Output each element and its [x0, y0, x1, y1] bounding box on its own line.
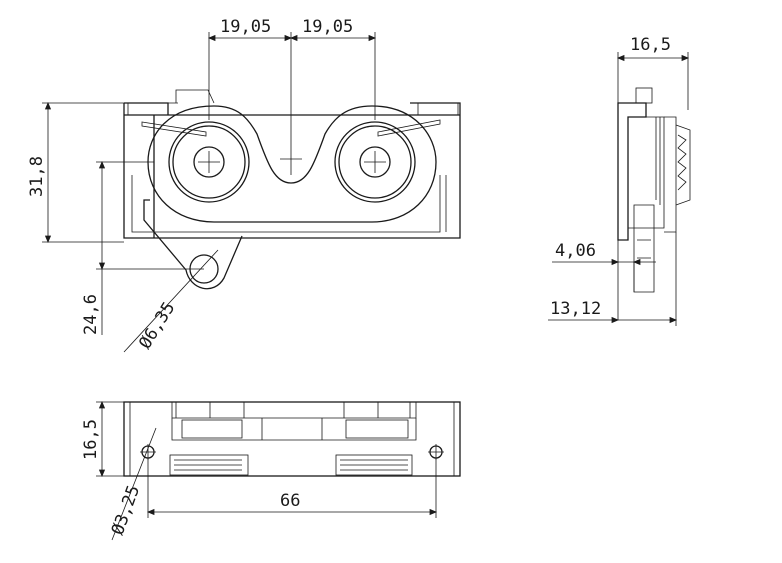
side-dim-small-arrows [611, 258, 641, 266]
front-dim-hole-diameter: Ø6,35 [135, 299, 179, 353]
side-dim-top-lines [617, 52, 689, 110]
side-dim-offset-small: 4,06 [555, 241, 596, 261]
side-inner-lines [655, 117, 661, 205]
side-spring-housing [664, 116, 677, 233]
side-view: 16,5 4,06 13,12 [548, 35, 691, 326]
bottom-dim-height: 16,5 [81, 419, 101, 460]
front-left-pulley-ring [172, 125, 246, 199]
bottom-dim-hole-leader [111, 427, 157, 541]
front-latch-plate [147, 105, 437, 223]
bottom-dim-spacing-lines [147, 458, 437, 518]
front-dim-hole-leader [123, 249, 219, 353]
front-right-spring-arm [377, 119, 441, 137]
front-dim-right-spacing: 19,05 [302, 17, 353, 37]
front-lever-top [175, 89, 215, 104]
front-left-tab [127, 102, 169, 116]
side-body-outline [617, 102, 647, 241]
side-dim-top-width: 16,5 [630, 35, 671, 55]
bottom-right-spring-coil [340, 459, 408, 471]
bottom-right-block [345, 419, 409, 439]
bottom-dim-height-arrows [98, 400, 106, 478]
front-right-pulley-outer [334, 121, 416, 203]
bottom-left-spring-coil [174, 459, 242, 471]
front-right-pulley-hub [359, 146, 391, 178]
side-lower-ear-lines [637, 239, 651, 259]
bottom-right-spring-box [335, 454, 413, 476]
bottom-dim-hole-diameter: Ø3,25 [108, 483, 144, 538]
front-dim-arrows-top [207, 34, 377, 42]
front-right-centermark [364, 151, 386, 173]
front-right-tab [417, 102, 459, 116]
front-dim-height-arrows [44, 101, 52, 244]
front-dim-hole-height-arrows [98, 160, 106, 271]
front-inner-frame [131, 175, 441, 233]
front-right-pulley-ring [338, 125, 412, 199]
front-left-spring-arm [141, 121, 207, 137]
side-lower-ear [633, 204, 655, 293]
front-dim-height-lines [42, 102, 178, 243]
side-top-pin [635, 87, 653, 104]
bottom-channel-ticks [175, 402, 411, 418]
front-left-pulley-outer [168, 121, 250, 203]
front-dim-extensions [208, 32, 376, 175]
bottom-mid-channel [171, 418, 417, 441]
front-mounting-ear [143, 199, 243, 290]
front-left-centermark [198, 151, 220, 173]
side-dim-offset-large: 13,12 [550, 299, 601, 319]
front-view: 19,05 19,05 31,8 24,6 Ø6,35 [27, 17, 461, 353]
front-dim-left-spacing: 19,05 [220, 17, 271, 37]
side-spring-cap [675, 124, 691, 206]
bottom-left-spring-box [169, 454, 249, 476]
side-dim-top-arrows [616, 54, 690, 62]
front-dim-hole-height-lines [96, 161, 204, 335]
bottom-center-separators [261, 418, 323, 440]
bottom-dim-height-lines [96, 401, 124, 477]
bottom-dim-spacing-arrows [146, 508, 438, 516]
bottom-hole-centermarks [140, 444, 444, 460]
bottom-housing-outline [123, 401, 461, 477]
front-dim-hole-height: 24,6 [81, 294, 101, 335]
bottom-left-block [181, 419, 243, 439]
side-inner-plate [628, 116, 665, 229]
side-dim-large-arrows [611, 316, 678, 324]
front-left-pulley-hub [193, 146, 225, 178]
bottom-dim-hole-spacing: 66 [280, 491, 300, 511]
bottom-view: 16,5 66 Ø3,25 [81, 400, 461, 541]
side-spring-coil [677, 134, 687, 191]
bottom-top-channel [171, 402, 417, 419]
front-dim-total-height: 31,8 [27, 156, 47, 197]
bottom-housing-inner-edges [129, 402, 455, 476]
